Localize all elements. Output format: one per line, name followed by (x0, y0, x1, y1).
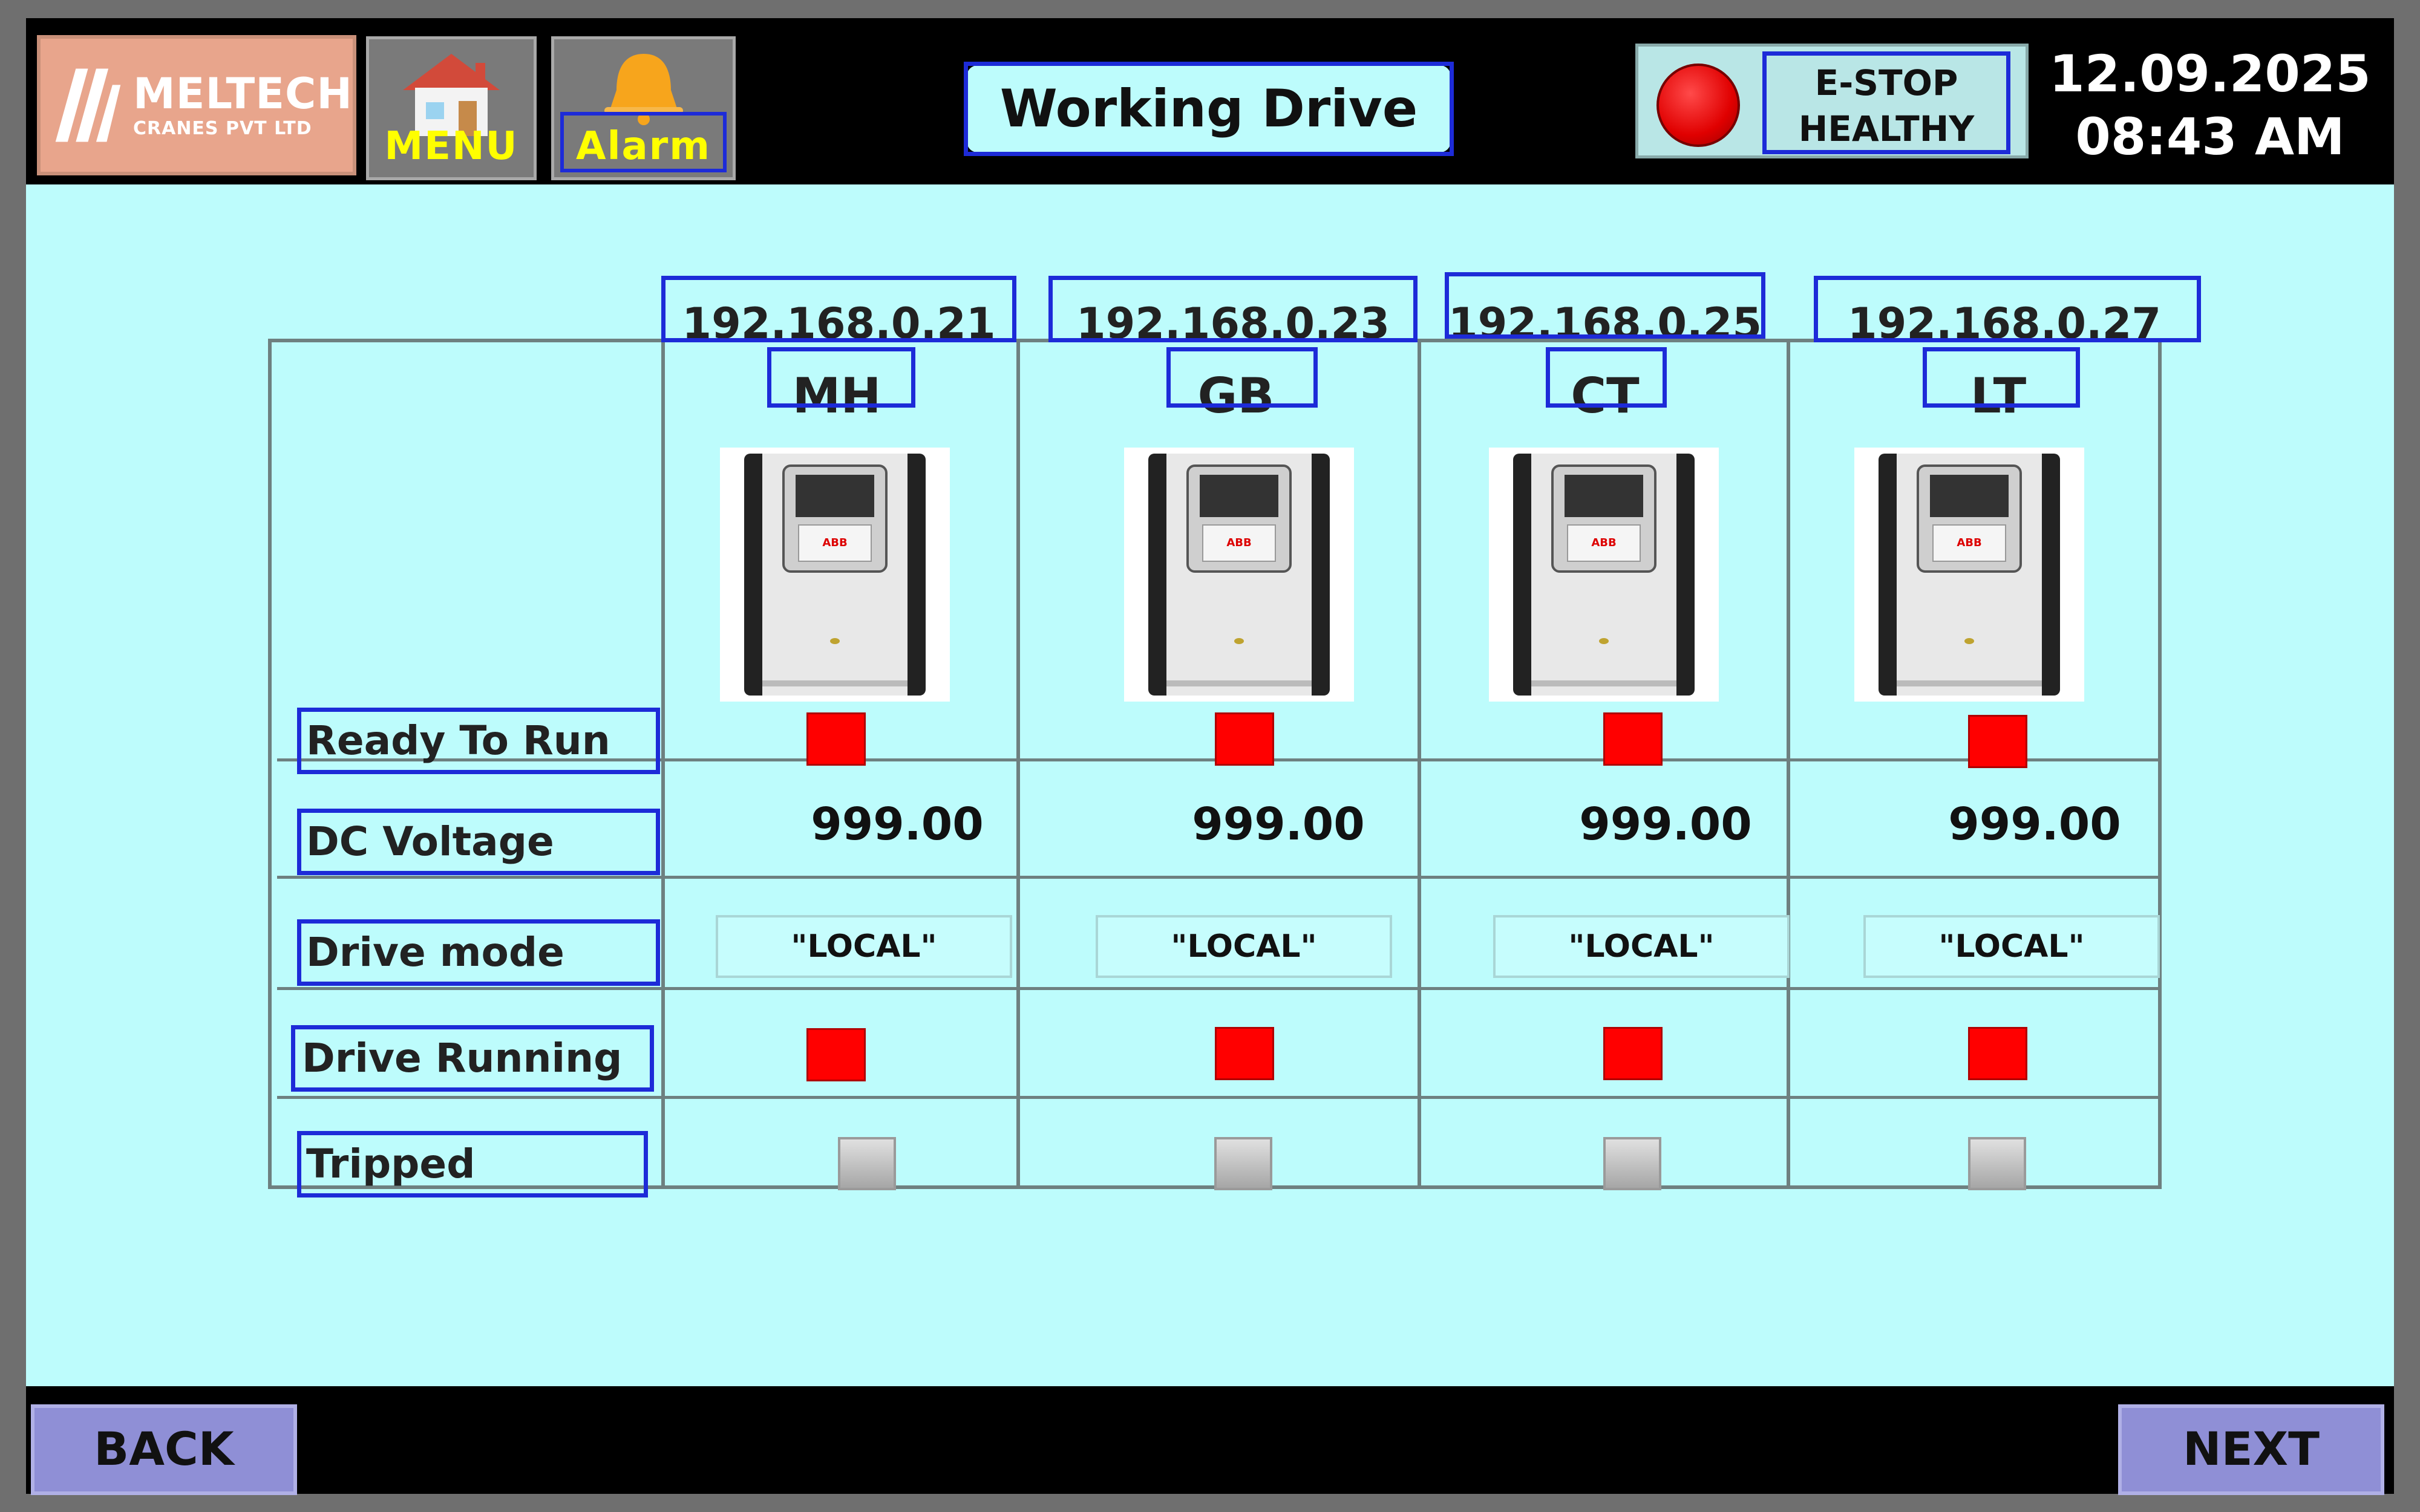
next-button[interactable]: NEXT (2118, 1404, 2384, 1495)
footer-bar (26, 1386, 2394, 1494)
drive-image-3: ABB (1489, 448, 1719, 702)
ready-lamp-3 (1603, 712, 1663, 766)
drive-mode-1: "LOCAL" (716, 915, 1012, 978)
dc-voltage-4: 999.00 (1948, 798, 2121, 850)
logo-line1: MELTECH (132, 69, 353, 119)
bell-icon (604, 54, 683, 125)
drive-ip-4: 192.168.0.27 (1847, 299, 2162, 348)
drive-code-1: MH (792, 368, 881, 424)
drive-ip-3: 192.168.0.25 (1448, 299, 1762, 348)
hmi-screen: MELTECH CRANES PVT LTD MENU Alarm (26, 18, 2394, 1495)
company-logo: MELTECH CRANES PVT LTD (37, 35, 356, 175)
drive-code-3: CT (1571, 368, 1640, 424)
label-dc-voltage: DC Voltage (306, 818, 554, 865)
drive-ip-1: 192.168.0.21 (682, 299, 996, 348)
estop-text: E-STOP HEALTHY (1765, 60, 2007, 152)
home-icon (403, 54, 500, 136)
dc-voltage-1: 999.00 (811, 798, 984, 850)
drive-image-4: ABB (1854, 448, 2084, 702)
svg-text:ABB: ABB (1226, 536, 1251, 549)
drive-code-2: GB (1197, 368, 1275, 424)
tripped-lamp-3 (1603, 1137, 1661, 1190)
menu-button[interactable]: MENU (366, 36, 537, 180)
svg-text:ABB: ABB (1957, 536, 1981, 549)
drive-ip-2: 192.168.0.23 (1076, 299, 1390, 348)
page-title: Working Drive (967, 65, 1451, 152)
label-tripped: Tripped (306, 1141, 476, 1187)
row-line-4 (277, 1096, 2162, 1099)
drive-image-2: ABB (1124, 448, 1354, 702)
logo-line2: CRANES PVT LTD (132, 118, 312, 139)
running-lamp-4 (1968, 1027, 2027, 1080)
col-line-4 (1787, 339, 1790, 1189)
running-lamp-3 (1603, 1027, 1663, 1080)
drive-mode-3: "LOCAL" (1493, 915, 1790, 978)
vfd-drive-icon: ABB (1513, 454, 1695, 696)
row-line-2 (277, 876, 2162, 879)
dc-voltage-3: 999.00 (1579, 798, 1752, 850)
back-button[interactable]: BACK (31, 1404, 297, 1495)
datetime: 12.09.2025 08:43 AM (2041, 42, 2379, 168)
col-line-1 (661, 339, 665, 1189)
estop-line2: HEALTHY (1798, 108, 1975, 149)
ready-lamp-4 (1968, 715, 2027, 768)
estop-lamp-icon (1656, 64, 1740, 147)
vfd-drive-icon: ABB (1148, 454, 1330, 696)
alarm-label: Alarm (576, 124, 711, 169)
label-drive-running: Drive Running (302, 1035, 623, 1081)
estop-indicator: E-STOP HEALTHY (1635, 44, 2029, 158)
tripped-lamp-2 (1214, 1137, 1272, 1190)
drive-mode-2: "LOCAL" (1096, 915, 1392, 978)
vfd-drive-icon: ABB (1879, 454, 2060, 696)
time-text: 08:43 AM (2075, 107, 2345, 166)
ready-lamp-2 (1215, 712, 1274, 766)
svg-text:ABB: ABB (822, 536, 847, 549)
row-line-3 (277, 987, 2162, 990)
date-text: 12.09.2025 (2049, 44, 2371, 103)
tripped-lamp-4 (1968, 1137, 2026, 1190)
drive-image-1: ABB (720, 448, 950, 702)
svg-text:ABB: ABB (1591, 536, 1616, 549)
col-line-0 (268, 339, 272, 1189)
col-line-5 (2158, 339, 2162, 1189)
menu-label: MENU (384, 124, 518, 169)
running-lamp-1 (806, 1028, 866, 1081)
dc-voltage-2: 999.00 (1192, 798, 1365, 850)
ready-lamp-1 (806, 712, 866, 766)
col-line-3 (1418, 339, 1421, 1189)
drive-mode-4: "LOCAL" (1863, 915, 2160, 978)
label-ready-to-run: Ready To Run (306, 717, 610, 764)
estop-line1: E-STOP (1814, 62, 1958, 103)
label-drive-mode: Drive mode (306, 929, 564, 976)
vfd-drive-icon: ABB (744, 454, 926, 696)
alarm-button[interactable]: Alarm (551, 36, 736, 180)
logo-mark-icon (55, 68, 121, 142)
logo-text: MELTECH CRANES PVT LTD (133, 73, 353, 138)
header-bar: MELTECH CRANES PVT LTD MENU Alarm (26, 18, 2394, 184)
tripped-lamp-1 (838, 1137, 896, 1190)
drive-code-4: LT (1970, 368, 2027, 424)
running-lamp-2 (1215, 1027, 1274, 1080)
col-line-2 (1016, 339, 1020, 1189)
